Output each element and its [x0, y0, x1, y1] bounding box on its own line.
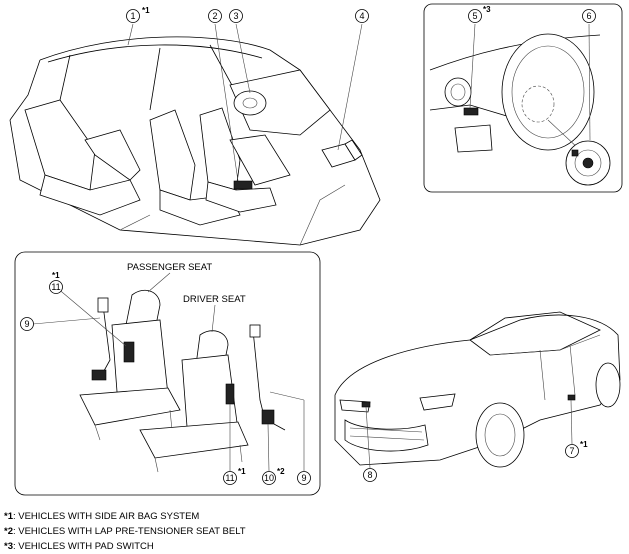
footnotes: *1: VEHICLES WITH SIDE AIR BAG SYSTEM *2…: [4, 509, 246, 554]
side-crash-sensor: [567, 394, 576, 401]
callout-number: 9: [301, 473, 306, 483]
driver-seat-cushion: [139, 421, 249, 459]
callout-8: 8: [363, 468, 377, 482]
passenger-seat-label: PASSENGER SEAT: [127, 262, 212, 273]
callout-4: 4: [355, 9, 369, 23]
callout-5: 5 *3: [468, 5, 491, 23]
callout-number: 5: [472, 11, 477, 21]
footnote-mark: *2: [4, 526, 13, 537]
callout-number: 2: [212, 11, 217, 21]
air-vent: [444, 77, 472, 107]
callout-number: 11: [51, 282, 60, 292]
callout-11-top: 11 *1: [49, 271, 63, 294]
callout-number: 3: [233, 11, 238, 21]
callout-7: 7 *1: [565, 440, 588, 458]
front-wheel: [475, 402, 525, 468]
footnote-mark: *3: [4, 541, 13, 552]
callout-number: 8: [367, 470, 372, 480]
footnote-text: : VEHICLES WITH SIDE AIR BAG SYSTEM: [12, 511, 200, 522]
callout-note: *1: [238, 467, 246, 476]
steering-wheel: [233, 90, 267, 116]
driver-seat-label: DRIVER SEAT: [183, 294, 246, 305]
callout-9-right: 9: [297, 471, 311, 485]
callout-9-left: 9: [20, 317, 34, 331]
callout-number: 4: [359, 11, 364, 21]
footnote-1: *1: VEHICLES WITH SIDE AIR BAG SYSTEM: [4, 509, 246, 524]
driver-side-airbag: [225, 383, 235, 405]
footnote-3: *3: VEHICLES WITH PAD SWITCH: [4, 539, 246, 554]
footnote-text: : VEHICLES WITH PAD SWITCH: [12, 541, 154, 552]
seat-inset-frame: [14, 251, 321, 496]
leader-lines: [32, 23, 591, 472]
lap-pretensioner: [261, 409, 275, 425]
callout-number: 10: [264, 473, 274, 483]
seats-illustration: [79, 289, 286, 473]
sas-control-module: [233, 180, 253, 190]
callout-3: 3: [229, 9, 243, 23]
callout-number: 1: [130, 11, 135, 21]
rear-wheel: [595, 362, 621, 408]
front-grille: [344, 419, 429, 452]
callout-11-bottom: 11 *1: [223, 467, 246, 485]
callout-note: *1: [580, 440, 588, 449]
passenger-side-airbag: [123, 341, 135, 363]
callout-note: *2: [277, 467, 285, 476]
callout-2: 2: [208, 9, 222, 23]
callout-number: 9: [24, 319, 29, 329]
dash-inset-frame: [423, 3, 623, 193]
callout-number: 6: [586, 11, 591, 21]
footnote-text: : VEHICLES WITH LAP PRE-TENSIONER SEAT B…: [12, 526, 246, 537]
callout-note: *1: [52, 271, 60, 280]
front-crash-sensor: [361, 401, 371, 408]
callout-number: 11: [225, 473, 234, 483]
callout-1: 1 *1: [126, 6, 150, 23]
callout-6: 6: [582, 9, 596, 23]
callout-note: *1: [142, 6, 150, 15]
vehicle-interior-illustration: [9, 36, 381, 246]
callout-number: 7: [569, 446, 574, 456]
vehicle-exterior-illustration: [334, 311, 621, 468]
passenger-seat-cushion: [79, 387, 181, 426]
seat-belt-pretensioner: [91, 369, 107, 381]
callout-note: *3: [483, 5, 491, 14]
dashboard-illustration: [429, 33, 611, 186]
steering-wheel-inset: [501, 33, 595, 151]
callout-10: 10 *2: [262, 467, 285, 485]
footnote-2: *2: VEHICLES WITH LAP PRE-TENSIONER SEAT…: [4, 524, 246, 539]
pad-switch: [463, 107, 479, 116]
footnote-mark: *1: [4, 511, 13, 522]
